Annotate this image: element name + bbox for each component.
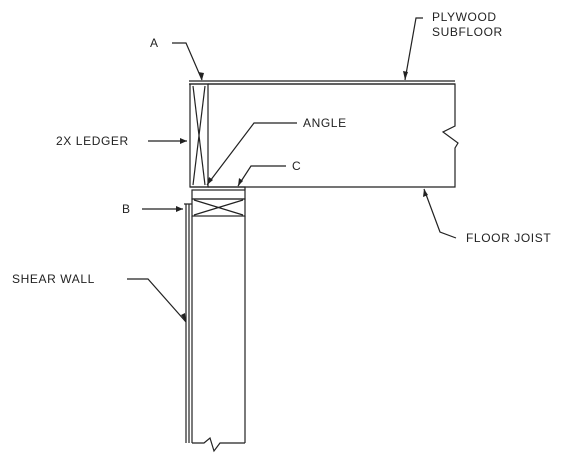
top-plate — [191, 189, 246, 200]
label-plywood-line2: SUBFLOOR — [432, 25, 503, 39]
arrowhead — [181, 313, 186, 322]
leader-c — [237, 165, 286, 187]
arrowhead — [180, 138, 187, 144]
floor-joist — [208, 83, 459, 188]
arrowhead — [238, 178, 243, 186]
steel-angle — [190, 186, 246, 190]
arrowhead — [207, 177, 213, 185]
label-shear-wall: SHEAR WALL — [12, 272, 95, 286]
wall-break-symbol — [192, 436, 245, 453]
leader-plywood — [404, 17, 423, 81]
label-plywood-line1: PLYWOOD — [432, 10, 497, 24]
leader-angle — [206, 122, 297, 186]
label-angle: ANGLE — [303, 116, 347, 130]
top-plate — [191, 198, 246, 217]
arrowhead — [403, 71, 408, 80]
label-c: C — [292, 159, 302, 173]
leader-floor-joist — [423, 188, 457, 239]
plate-x-stroke — [193, 199, 244, 216]
arrowhead — [198, 72, 204, 80]
label-floor-joist: FLOOR JOIST — [466, 231, 552, 245]
label-a: A — [150, 36, 159, 50]
leader-shear-wall — [127, 278, 187, 323]
label-ledger: 2X LEDGER — [56, 134, 129, 148]
arrowhead — [176, 206, 183, 212]
ledger-x-stroke — [192, 85, 206, 186]
arrowhead — [423, 189, 428, 197]
label-b: B — [122, 202, 131, 216]
leader-a — [172, 42, 203, 81]
